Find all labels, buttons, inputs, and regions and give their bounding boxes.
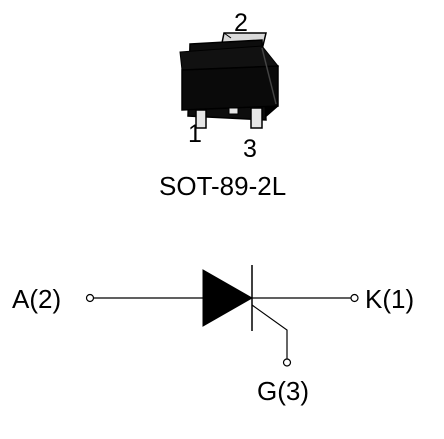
- cathode-label: K(1): [365, 284, 414, 314]
- pin-label-top: 2: [234, 9, 248, 37]
- gate-wire: [251, 304, 288, 359]
- package-name: SOT-89-2L: [159, 171, 286, 201]
- diode-triangle: [202, 269, 254, 327]
- cathode-terminal: [350, 293, 359, 303]
- package-drawing: 2 1 3 SOT-89-2L: [159, 9, 286, 201]
- gate-label: G(3): [257, 376, 309, 406]
- package-pin-middle: [228, 107, 239, 115]
- schematic-symbol: A(2) K(1) G(3): [12, 265, 414, 406]
- package-pin-left: [195, 109, 207, 129]
- package-body-front: [181, 65, 279, 111]
- pin-label-left: 1: [188, 120, 202, 148]
- package-pin-right: [250, 107, 263, 129]
- anode-terminal: [85, 293, 95, 303]
- anode-label: A(2): [12, 284, 61, 314]
- gate-terminal: [282, 358, 292, 367]
- pin-label-right: 3: [243, 135, 257, 163]
- package-edge-highlight: [261, 47, 277, 105]
- package-tab-edge: [223, 32, 232, 39]
